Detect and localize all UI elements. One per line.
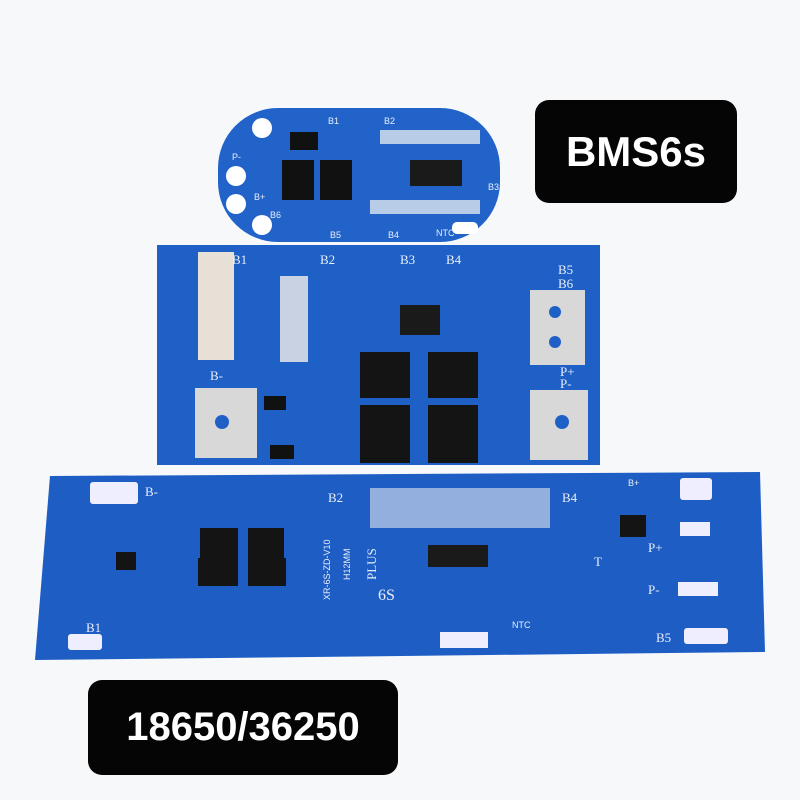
label-b4: B4 [388, 230, 399, 240]
label-p-minus: P- [560, 376, 572, 391]
label-b-minus: B- [210, 368, 223, 383]
label-b4: B4 [446, 252, 462, 267]
label-b-plus: B+ [628, 478, 639, 488]
label-b4: B4 [562, 490, 578, 505]
label-plus: PLUS [364, 548, 379, 580]
label-b2: B2 [328, 490, 343, 505]
label-b3: B3 [400, 252, 415, 267]
label-b3: B3 [488, 182, 499, 192]
label-model: XR-6S-ZD-V10 [322, 539, 332, 600]
product-badge-cell-type: 18650/36250 [88, 680, 398, 775]
label-b6: B6 [558, 276, 574, 291]
pcb-large: B- B1 B2 B4 B5 B+ P+ P- T 6S PLUS H12MM … [35, 472, 765, 660]
label-b5: B5 [558, 262, 573, 277]
pcb-small: B1 B2 B3 B4 B5 B6 P- B+ NTC [218, 108, 500, 242]
pcb-medium: B1 B2 B3 B4 B5 B6 B- P+ P- [157, 245, 600, 465]
label-b1: B1 [328, 116, 339, 126]
label-ntc: NTC [436, 228, 455, 238]
label-b1: B1 [232, 252, 247, 267]
label-p-minus: P- [648, 582, 660, 597]
label-b-minus: B- [145, 484, 158, 499]
label-p-plus: P+ [560, 364, 575, 379]
label-b5: B5 [656, 630, 671, 645]
label-p-minus: P- [232, 152, 241, 162]
product-badge-bms6s: BMS6s [535, 100, 737, 203]
label-b6: B6 [270, 210, 281, 220]
label-h12mm: H12MM [342, 548, 352, 580]
label-b-plus: B+ [254, 192, 265, 202]
label-ntc: NTC [512, 620, 531, 630]
label-6s: 6S [378, 587, 395, 604]
label-t: T [594, 554, 602, 569]
label-b5: B5 [330, 230, 341, 240]
label-b2: B2 [320, 252, 335, 267]
label-b1: B1 [86, 620, 101, 635]
label-p-plus: P+ [648, 540, 663, 555]
label-b2: B2 [384, 116, 395, 126]
